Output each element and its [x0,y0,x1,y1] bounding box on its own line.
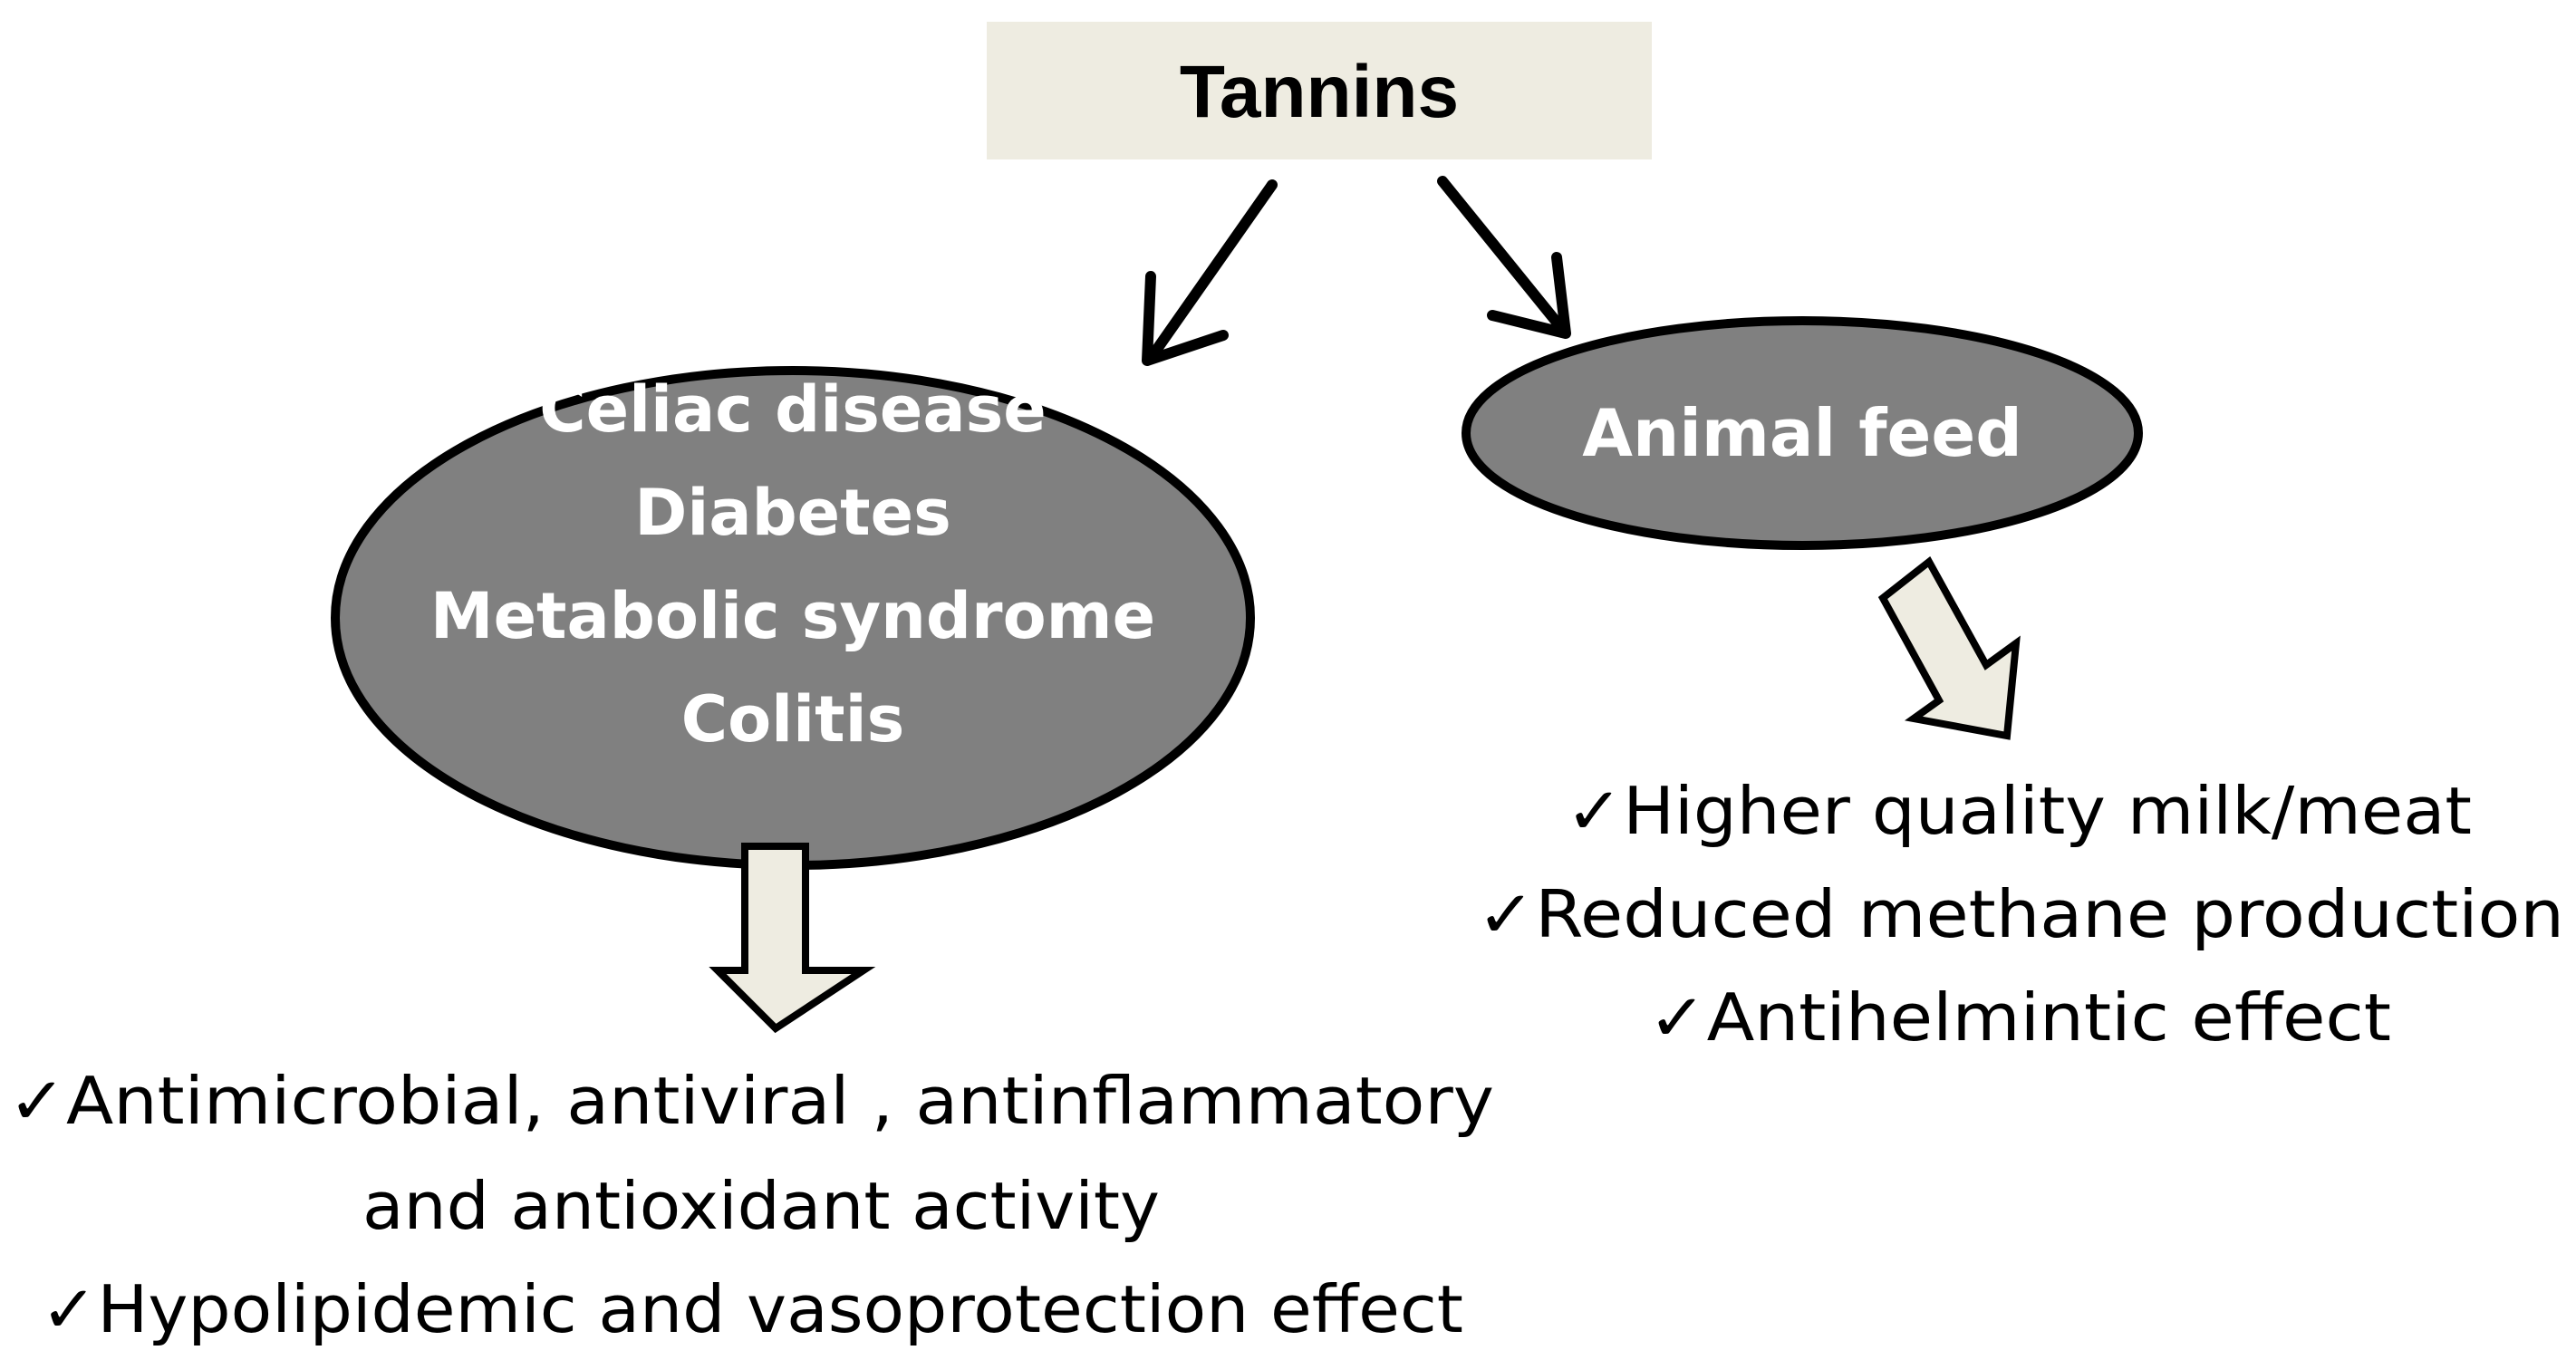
right-effects-list: ✓Higher quality milk/meat ✓Reduced metha… [1477,773,2564,1056]
left-effects-list: ✓Antimicrobial, antiviral , antinflammat… [8,1063,1494,1347]
left-effect-line-3: ✓Hypolipidemic and vasoprotection effect [41,1271,1463,1347]
title-node: Tannins [987,22,1652,159]
animal-feed-node: Animal feed [1462,316,2143,550]
condition-diabetes: Diabetes [634,476,951,550]
animal-feed-ellipse [1462,316,2143,550]
condition-celiac: Celiac disease [539,372,1047,447]
title-label: Tannins [1180,51,1459,133]
right-effect-line-3: ✓Antihelmintic effect [1648,979,2391,1056]
left-block-arrow [709,843,876,1034]
arrow-to-conditions [1142,179,1278,366]
conditions-node: Celiac disease Diabetes Metabolic syndro… [331,366,1255,870]
condition-colitis: Colitis [681,682,905,757]
left-effect-line-2: and antioxidant activity [362,1168,1160,1244]
arrow-to-animal-feed [1437,176,1571,339]
right-effect-line-2: ✓Reduced methane production [1477,876,2564,952]
right-effect-line-1: ✓Higher quality milk/meat [1566,773,2472,849]
right-block-arrow [1877,555,2021,740]
left-effect-line-1: ✓Antimicrobial, antiviral , antinflammat… [8,1063,1494,1139]
animal-feed-label: Animal feed [1582,395,2022,471]
title-box [987,22,1652,159]
condition-metabolic-syndrome: Metabolic syndrome [430,579,1155,653]
